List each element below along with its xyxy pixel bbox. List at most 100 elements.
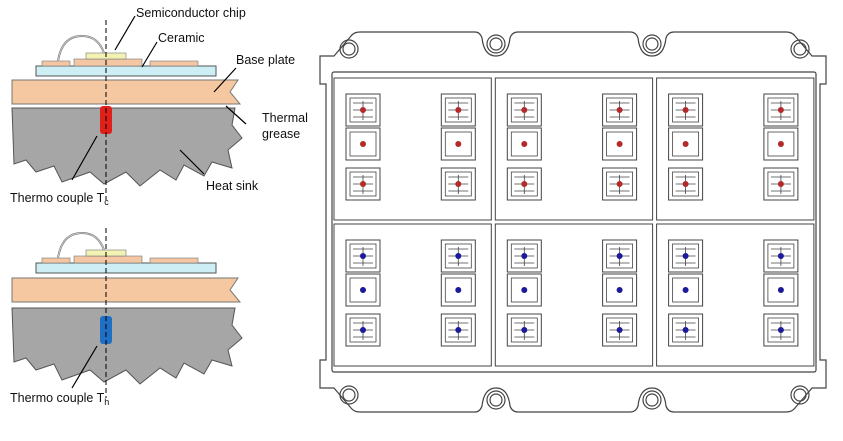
pad-inner xyxy=(672,97,699,123)
igbt-pad xyxy=(440,313,476,347)
igbt-pad xyxy=(506,239,542,273)
igbt-pad xyxy=(763,93,799,127)
sensor-dot xyxy=(455,181,462,187)
pad-inner xyxy=(672,277,699,303)
pad-inner xyxy=(672,171,699,197)
sensor-dot xyxy=(777,141,784,147)
thermistor-pad xyxy=(602,127,638,161)
label-thermo-couple-tc-text: Thermo couple T xyxy=(10,191,105,205)
copper-pad-right xyxy=(149,60,199,67)
leader-heat-sink xyxy=(179,149,205,175)
pad-inner xyxy=(606,243,633,269)
label-th-subscript: h xyxy=(104,397,109,407)
submodule-cell xyxy=(656,223,815,367)
igbt-pad xyxy=(345,313,381,347)
sensor-dot xyxy=(682,253,689,259)
pad-inner xyxy=(349,317,377,343)
pad-outer xyxy=(668,127,704,161)
ceramic-bottom xyxy=(35,262,217,274)
submodule-cell xyxy=(333,77,492,221)
module-top-view xyxy=(319,31,827,413)
pad-outer xyxy=(345,273,381,307)
igbt-pad xyxy=(440,93,476,127)
pad-inner xyxy=(444,317,472,343)
label-thermal-grease-1: Thermal xyxy=(262,111,308,125)
igbt-pad xyxy=(602,239,638,273)
base-plate-bottom xyxy=(11,277,242,303)
pad-inner xyxy=(510,97,538,123)
pad-inner xyxy=(672,317,699,343)
mounting-hole-tl xyxy=(339,39,359,59)
sensor-dot xyxy=(682,141,689,147)
igbt-pad xyxy=(763,167,799,201)
sensor-dot xyxy=(777,107,784,113)
thermistor-pad xyxy=(668,127,704,161)
pad-inner xyxy=(444,97,472,123)
igbt-pad xyxy=(506,93,542,127)
igbt-pad xyxy=(763,313,799,347)
pad-inner xyxy=(349,97,377,123)
igbt-pad xyxy=(345,239,381,273)
igbt-pad xyxy=(345,167,381,201)
base-plate-top xyxy=(11,79,242,105)
module-outline xyxy=(319,31,827,413)
label-thermo-couple-th-text: Thermo couple T xyxy=(10,391,105,405)
copper-pad-center-b xyxy=(73,255,143,264)
igbt-pad xyxy=(668,239,704,273)
igbt-pad xyxy=(440,167,476,201)
leader-ceramic xyxy=(141,41,158,68)
submodule-cell xyxy=(494,223,654,367)
pad-inner xyxy=(510,131,538,157)
sensor-dot xyxy=(455,141,462,147)
label-semiconductor-chip: Semiconductor chip xyxy=(136,6,246,20)
pad-inner xyxy=(606,131,633,157)
pad-outer xyxy=(668,239,704,273)
igbt-pad xyxy=(602,167,638,201)
pad-inner xyxy=(349,243,377,269)
thermistor-pad xyxy=(763,273,799,307)
label-thermo-couple-th: Thermo couple Th xyxy=(10,391,109,407)
sensor-dot xyxy=(455,107,462,113)
sensor-dot xyxy=(360,287,366,293)
pad-inner xyxy=(349,171,377,197)
mounting-hole-bl xyxy=(339,385,359,405)
pad-inner xyxy=(767,97,795,123)
pad-inner xyxy=(349,131,377,157)
sensor-dot xyxy=(777,327,784,333)
submodule-border xyxy=(656,223,815,367)
pad-inner xyxy=(444,131,472,157)
thermistor-pad xyxy=(440,127,476,161)
pad-inner xyxy=(510,277,538,303)
sensor-dot xyxy=(521,327,528,333)
thermistor-pad xyxy=(506,127,542,161)
leader-th xyxy=(71,345,98,389)
submodule-border xyxy=(494,223,654,367)
sensor-dot xyxy=(777,287,784,293)
leader-grease xyxy=(225,105,247,125)
pad-inner xyxy=(606,277,633,303)
igbt-pad xyxy=(763,239,799,273)
sensor-dot xyxy=(360,181,366,187)
igbt-pad xyxy=(602,313,638,347)
pad-inner xyxy=(444,171,472,197)
pad-inner xyxy=(606,317,633,343)
pad-inner xyxy=(349,277,377,303)
sensor-dot xyxy=(455,287,462,293)
ceramic-top xyxy=(35,65,217,77)
submodule-cell xyxy=(494,77,654,221)
leader-chip xyxy=(114,15,136,51)
cross-section-case: Semiconductor chip Ceramic Base plate Th… xyxy=(10,6,308,207)
pad-inner xyxy=(767,317,795,343)
pad-inner xyxy=(510,317,538,343)
sensor-dot xyxy=(521,253,528,259)
cross-section-heatsink: Thermo couple Th xyxy=(10,228,243,407)
label-thermal-grease-2: grease xyxy=(262,127,300,141)
mounting-hole-tr xyxy=(790,39,810,59)
thermistor-pad xyxy=(668,273,704,307)
mounting-hole-tm2 xyxy=(642,34,662,54)
sensor-dot xyxy=(521,141,528,147)
sensor-dot xyxy=(616,181,623,187)
mounting-hole-bm1 xyxy=(486,390,506,410)
label-base-plate: Base plate xyxy=(236,53,295,67)
